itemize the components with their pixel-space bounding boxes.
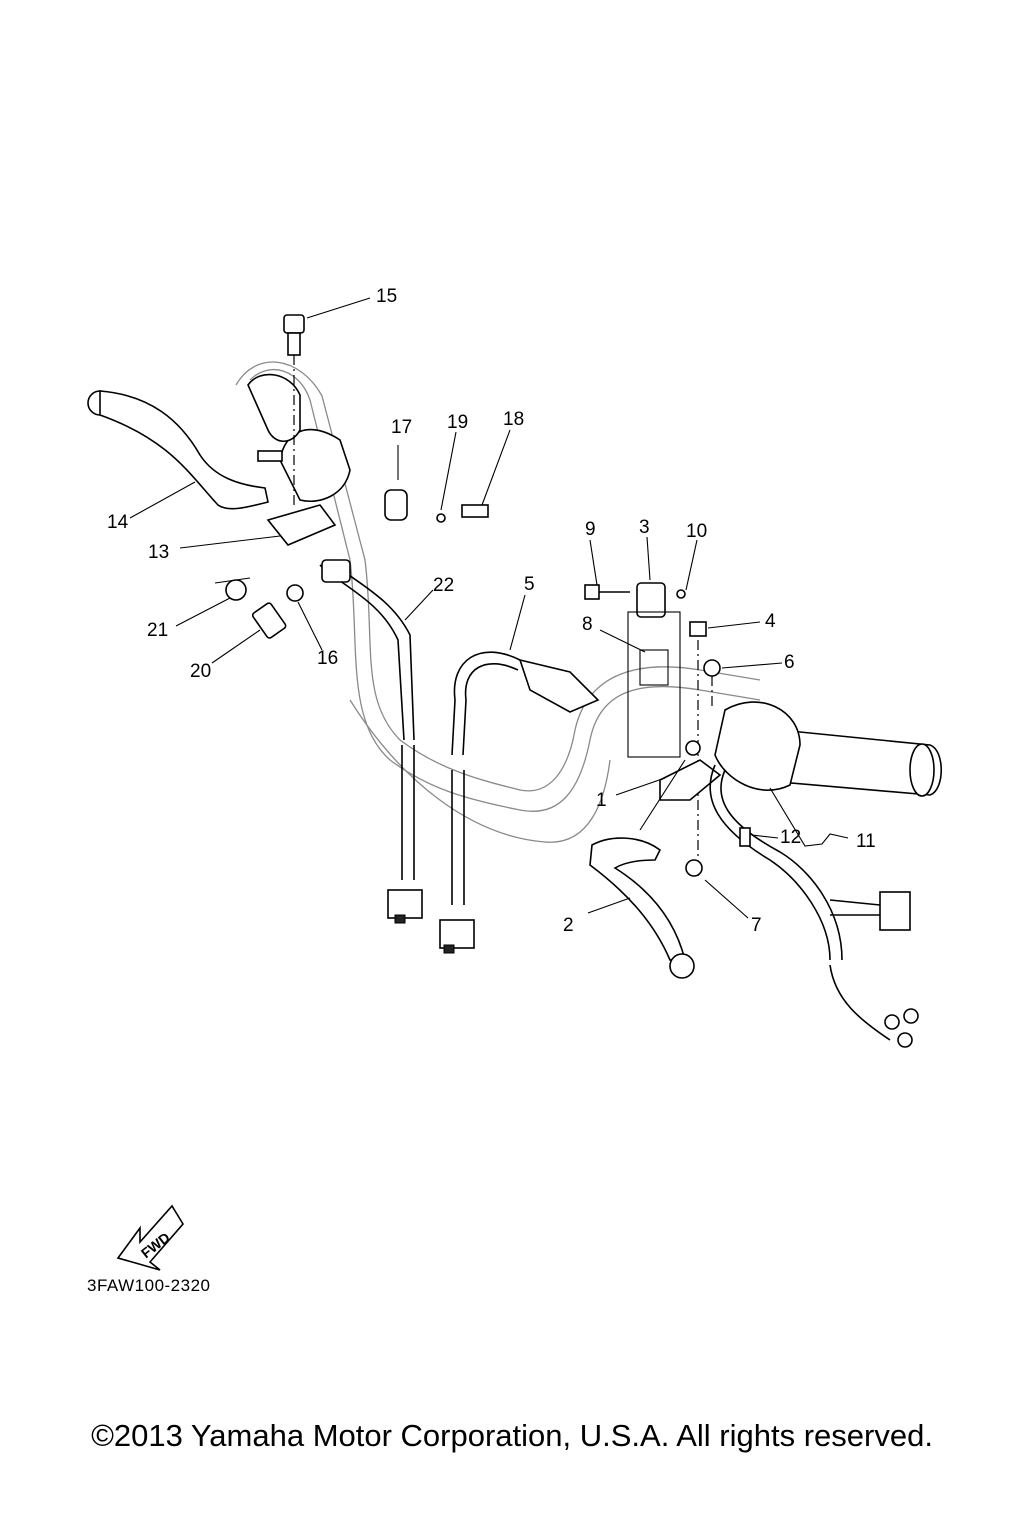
callout-13: 13 (148, 542, 169, 563)
callout-7: 7 (751, 915, 762, 936)
callout-15: 15 (376, 286, 397, 307)
callout-1: 1 (596, 790, 607, 811)
brake-lever-2 (589, 837, 695, 979)
callout-14: 14 (107, 512, 129, 533)
switch-and-grip (659, 701, 942, 1048)
callout-10: 10 (686, 521, 707, 542)
callout-21: 21 (147, 620, 168, 641)
clutch-lever-assembly (87, 373, 351, 546)
callout-6: 6 (784, 652, 795, 673)
drawing-code: 3FAW100-2320 (87, 1276, 211, 1295)
callout-16: 16 (317, 648, 338, 669)
cable-22 (319, 559, 423, 924)
callout-8: 8 (582, 614, 593, 635)
fwd-arrow-icon: FWD (116, 1204, 184, 1271)
callout-20: 20 (190, 661, 211, 682)
callout-5: 5 (524, 574, 535, 595)
holder-assembly-3 (584, 582, 721, 880)
callout-11: 11 (856, 831, 876, 852)
cable-5 (439, 651, 600, 954)
callout-22: 22 (433, 575, 454, 596)
callout-2: 2 (563, 915, 574, 936)
callout-12: 12 (780, 827, 801, 848)
leader-lines (129, 297, 849, 919)
callout-19: 19 (447, 412, 468, 433)
small-parts (225, 489, 751, 877)
callout-18: 18 (503, 409, 524, 430)
copyright-notice: ©2013 Yamaha Motor Corporation, U.S.A. A… (91, 1418, 933, 1453)
bolt-15 (283, 314, 305, 505)
callout-9: 9 (585, 519, 596, 540)
callout-4: 4 (765, 611, 776, 632)
callout-17: 17 (391, 417, 412, 438)
callouts: 15 17 19 18 14 13 9 3 10 22 5 4 8 21 16 … (107, 286, 876, 936)
callout-3: 3 (639, 517, 650, 538)
